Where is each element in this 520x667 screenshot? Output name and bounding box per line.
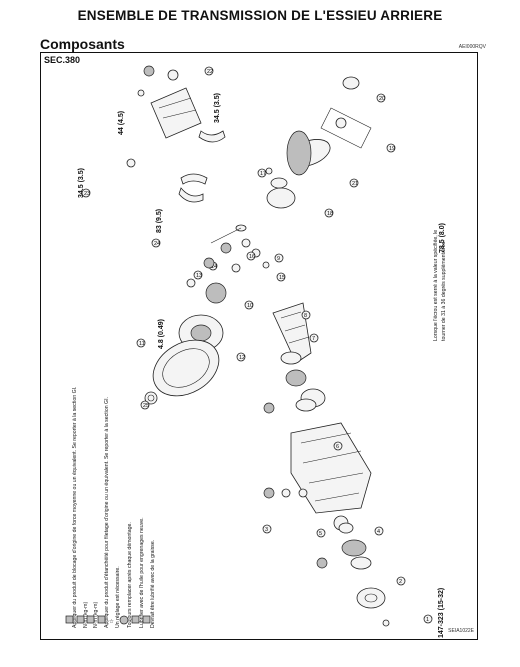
svg-text:19: 19 [389, 146, 395, 152]
sec-label: SEC.380 [44, 55, 81, 65]
legend-line-1: Appliquer du produit de blocage d'origin… [72, 387, 78, 629]
svg-text:25: 25 [143, 403, 149, 409]
svg-text:147-323 (15-32): 147-323 (15-32) [438, 588, 445, 638]
replace-symbol-icon [119, 615, 129, 625]
replace-symbol-icon [263, 487, 275, 499]
callout-group: 1 2 3 4 5 6 7 8 9 10 11 12 13 14 15 16 1… [81, 66, 433, 624]
svg-text:17: 17 [260, 171, 266, 177]
diagram-frame [40, 52, 478, 640]
svg-text:10: 10 [247, 303, 253, 309]
torque-symbol-icon [86, 615, 95, 624]
legend-symbols: ☆ [65, 615, 151, 625]
mounting-brackets [126, 130, 226, 203]
pinion-mate-shaft [210, 224, 270, 273]
rear-cover [137, 69, 202, 139]
svg-text:24: 24 [154, 241, 160, 247]
torque-label-6: 78.5 (8.0) [439, 223, 446, 253]
svg-text:21: 21 [352, 181, 358, 187]
drive-pinion [272, 302, 312, 365]
svg-text:tourner de 31 à 36 degrés supp: tourner de 31 à 36 degrés supplémentaire… [441, 240, 447, 341]
torque-label-7: 147-323 (15-32) [438, 588, 445, 638]
svg-text:3: 3 [265, 527, 268, 533]
replace-symbol-icon [143, 65, 155, 77]
svg-text:78.5 (8.0): 78.5 (8.0) [439, 223, 446, 253]
lock-symbol-icon [65, 615, 74, 624]
svg-text:23: 23 [84, 191, 90, 197]
svg-text:22: 22 [207, 69, 213, 75]
svg-text:15: 15 [279, 275, 285, 281]
side-flange-gear [286, 76, 372, 176]
side-gear-left [186, 278, 227, 304]
replace-markers [143, 65, 328, 569]
svg-text:34.5 (3.5): 34.5 (3.5) [214, 93, 221, 123]
drain-filler-plug [281, 488, 291, 498]
torque-label-4: 83 (9.5) [156, 209, 163, 233]
svg-text:34.5 (3.5): 34.5 (3.5) [78, 168, 85, 198]
document-code: AEI000RQV [458, 44, 486, 50]
svg-text:7: 7 [312, 336, 315, 342]
svg-text:12: 12 [239, 355, 245, 361]
svg-text:6: 6 [336, 444, 339, 450]
figure-code: SEIA1022E [448, 628, 474, 634]
svg-text:1: 1 [426, 617, 429, 623]
front-pinion-bearing [341, 539, 372, 570]
legend-line-8: Devrait être lubrifié avec de la graisse… [150, 540, 156, 628]
svg-text:11: 11 [139, 341, 145, 347]
legend-line-5: Un réglage est nécessaire. [115, 566, 121, 628]
svg-text:4.8 (0.49): 4.8 (0.49) [158, 319, 165, 349]
ring-gear [152, 339, 220, 397]
torque-label-3: 34.5 (3.5) [214, 93, 221, 123]
adjust-star-icon: ☆ [109, 618, 114, 625]
svg-text:5: 5 [319, 531, 322, 537]
replace-symbol-icon [203, 257, 215, 269]
svg-text:14: 14 [211, 264, 217, 270]
svg-text:44 (4.5): 44 (4.5) [118, 111, 125, 135]
svg-text:18: 18 [327, 211, 333, 217]
torque-label-2: 44 (4.5) [118, 111, 125, 135]
replace-symbol-icon [263, 402, 275, 414]
svg-text:4: 4 [377, 529, 380, 535]
svg-text:Lorsque l'écrou est serré à la: Lorsque l'écrou est serré à la valeur sp… [433, 230, 439, 341]
svg-text:2: 2 [399, 579, 402, 585]
gear-carrier-housing [290, 422, 372, 531]
replace-symbol-icon [316, 557, 328, 569]
legend-line-4: Appliquer du produit d'étanchéité pour f… [104, 397, 110, 628]
sealant-symbol-icon [97, 615, 106, 624]
side-bearing-washer [144, 391, 158, 405]
section-title: Composants [40, 36, 125, 52]
svg-text:13: 13 [196, 273, 202, 279]
grease-symbol-icon [142, 615, 151, 624]
legend-line-6: Toujours remplacer après chaque démontag… [127, 522, 133, 628]
legend-line-3: N·m (kg-m) [93, 602, 99, 628]
legend: Appliquer du produit de blocage d'origin… [72, 387, 156, 629]
carrier-bearing [265, 167, 296, 209]
companion-flange [356, 587, 390, 627]
svg-text:83 (9.5): 83 (9.5) [156, 209, 163, 233]
svg-text:9: 9 [277, 256, 280, 262]
svg-text:16: 16 [249, 254, 255, 260]
note-right: Lorsque l'écrou est serré à la valeur sp… [433, 230, 447, 341]
torque-symbol-icon [76, 615, 85, 624]
exploded-diagram: Appliquer du produit de blocage d'origin… [65, 65, 447, 638]
page-title: ENSEMBLE DE TRANSMISSION DE L'ESSIEU ARR… [77, 8, 443, 23]
svg-text:20: 20 [379, 96, 385, 102]
svg-text:8: 8 [304, 313, 307, 319]
legend-line-7: Lubrifier avec de l'huile pour engrenage… [139, 517, 145, 628]
legend-line-2: N·m (kg-m) [83, 602, 89, 628]
torque-label-1: 34.5 (3.5) [78, 168, 85, 198]
torque-label-5: 4.8 (0.49) [158, 319, 165, 349]
spacer-and-seal [295, 398, 354, 534]
oil-symbol-icon [131, 615, 140, 624]
